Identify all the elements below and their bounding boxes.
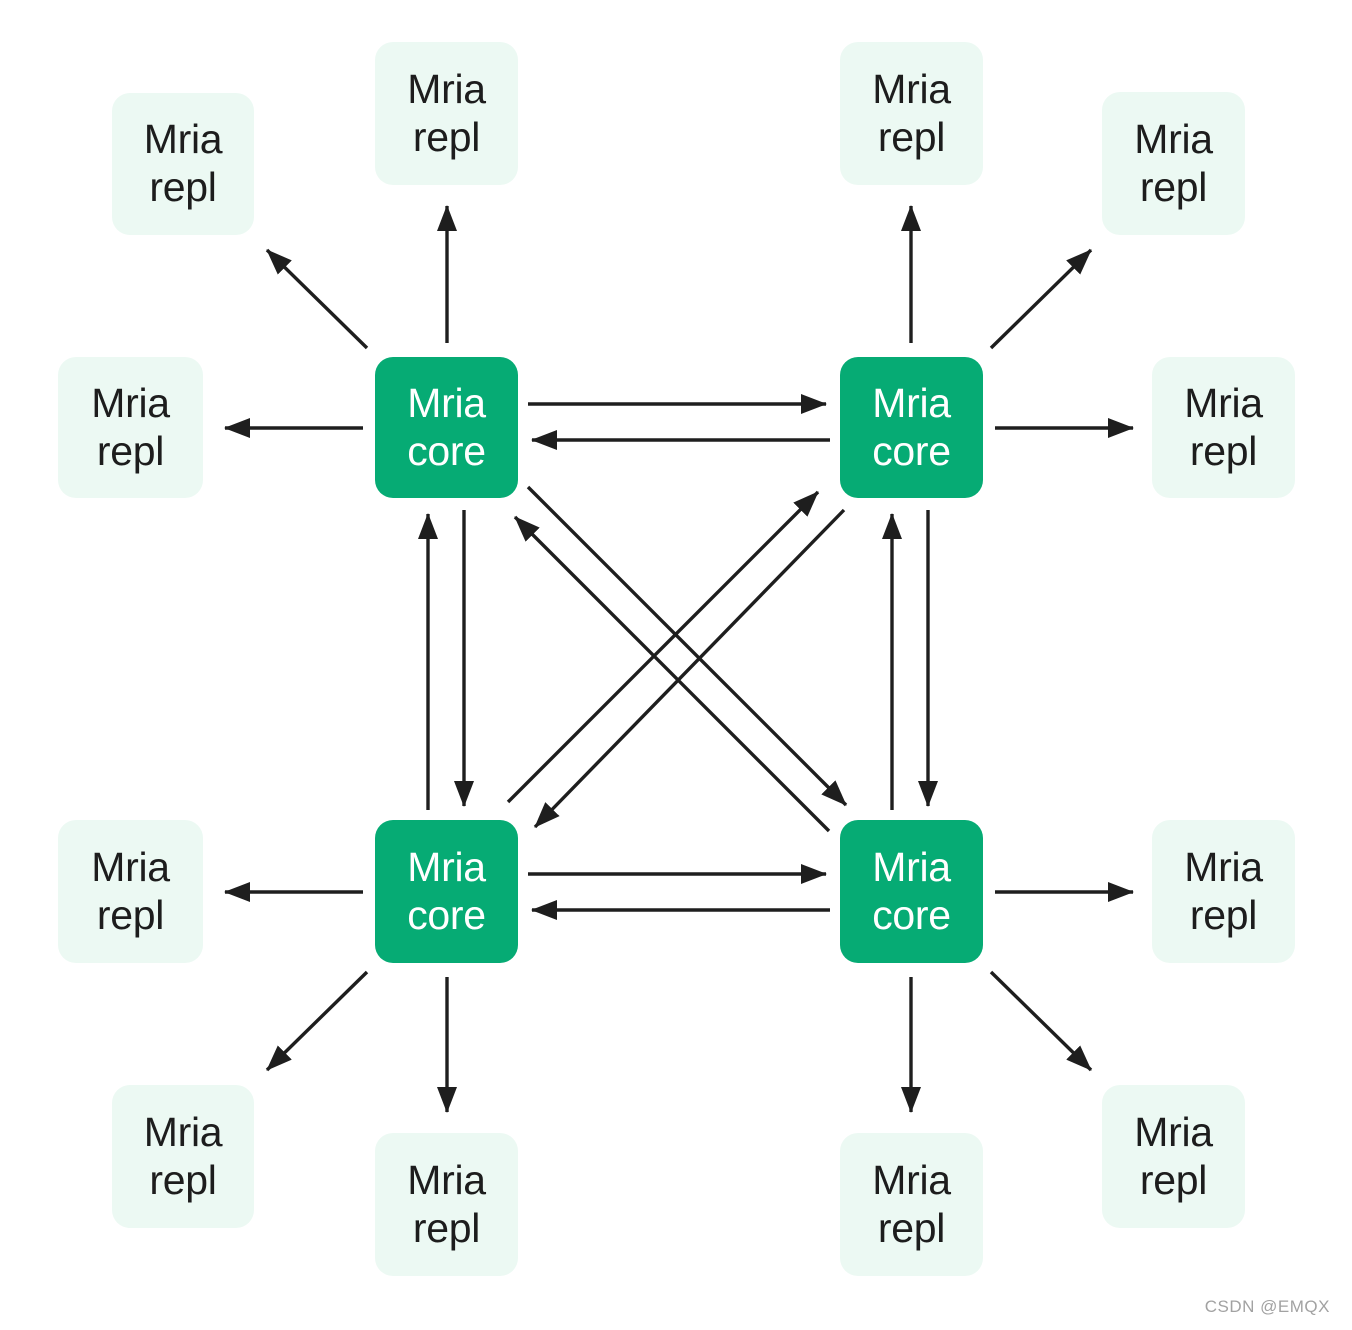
- node-label-line: repl: [96, 427, 165, 474]
- node-label-line: Mria: [1184, 379, 1263, 426]
- node-label-line: Mria: [407, 1156, 486, 1203]
- node-label-line: Mria: [872, 379, 951, 426]
- edge-core-top-right-to-repl-top-far-right: [989, 248, 1093, 350]
- node-label-line: Mria: [872, 65, 951, 112]
- edge-core-top-left-to-core-bottom-right: [526, 485, 848, 807]
- node-label-line: repl: [1189, 427, 1258, 474]
- node-label-line: Mria: [407, 65, 486, 112]
- watermark: CSDN @EMQX: [1204, 1297, 1330, 1316]
- node-label-line: repl: [1139, 163, 1208, 210]
- edge-core-top-right-to-core-bottom-left: [533, 508, 846, 829]
- node-label-line: repl: [1189, 891, 1258, 938]
- node-label-line: Mria: [91, 379, 170, 426]
- node-label-line: core: [407, 427, 486, 474]
- node-label-line: Mria: [1134, 1108, 1213, 1155]
- node-label-line: Mria: [143, 116, 223, 163]
- node-label-line: repl: [1139, 1156, 1208, 1203]
- node-label-line: repl: [96, 891, 165, 938]
- node-label-line: repl: [149, 1156, 217, 1203]
- node-label-line: Mria: [143, 1108, 223, 1155]
- edge-core-bottom-left-to-repl-bottom-far-left: [265, 970, 369, 1072]
- node-label-line: core: [872, 891, 951, 938]
- node-label-line: repl: [877, 1204, 946, 1251]
- node-label-line: core: [872, 427, 951, 474]
- node-label-line: Mria: [407, 379, 486, 426]
- node-label-line: Mria: [872, 1156, 951, 1203]
- node-label-line: Mria: [872, 843, 951, 890]
- node-label-line: Mria: [1134, 115, 1213, 162]
- node-label-line: Mria: [91, 843, 170, 890]
- node-label-line: core: [407, 891, 486, 938]
- node-label-line: repl: [412, 1204, 481, 1251]
- edge-core-top-left-to-repl-top-far-left: [265, 248, 369, 350]
- edge-core-bottom-right-to-repl-bottom-far-right: [989, 970, 1093, 1072]
- edge-core-bottom-right-to-core-top-left: [513, 515, 831, 833]
- node-label-line: Mria: [1184, 843, 1263, 890]
- edge-core-bottom-left-to-core-top-right: [506, 490, 820, 804]
- node-label-line: repl: [877, 113, 946, 160]
- node-label-line: repl: [149, 164, 217, 210]
- node-label-line: Mria: [407, 843, 486, 890]
- node-label-line: repl: [412, 113, 481, 160]
